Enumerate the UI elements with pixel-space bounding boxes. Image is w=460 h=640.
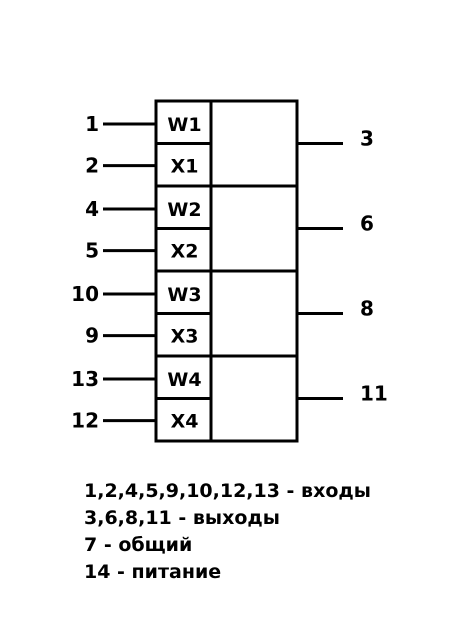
cell-label-w: W2: [167, 199, 201, 221]
legend-power: 14 - питание: [84, 561, 222, 583]
chip-outline: [154, 99, 299, 443]
cell-label-x: X2: [171, 241, 199, 263]
legend-outputs: 3,6,8,11 - выходы: [84, 507, 280, 529]
input-pin-number: 13: [71, 367, 99, 391]
cell-label-w: W4: [167, 369, 201, 391]
input-pin-number: 10: [71, 282, 99, 306]
output-pin-number: 8: [360, 297, 374, 321]
input-pin-number: 9: [85, 324, 99, 348]
legend-common: 7 - общий: [84, 534, 193, 556]
input-pin-number: 12: [71, 409, 99, 433]
output-pin-number: 6: [360, 212, 374, 236]
cell-label-x: X4: [171, 411, 199, 433]
input-pin-number: 2: [85, 154, 99, 178]
legend-inputs: 1,2,4,5,9,10,12,13 - входы: [84, 480, 371, 502]
pin-legend: 1,2,4,5,9,10,12,13 - входы 3,6,8,11 - вы…: [84, 478, 371, 586]
input-pin-number: 1: [85, 112, 99, 136]
output-pin-number: 3: [360, 127, 374, 151]
input-pin-number: 5: [85, 239, 99, 263]
input-pin-number: 4: [85, 197, 99, 221]
cell-label-x: X3: [171, 326, 199, 348]
cell-label-w: W1: [167, 114, 201, 136]
cell-label-x: X1: [171, 156, 199, 178]
pin-lines: [103, 122, 343, 423]
output-pin-number: 11: [360, 382, 388, 406]
cell-label-w: W3: [167, 284, 201, 306]
